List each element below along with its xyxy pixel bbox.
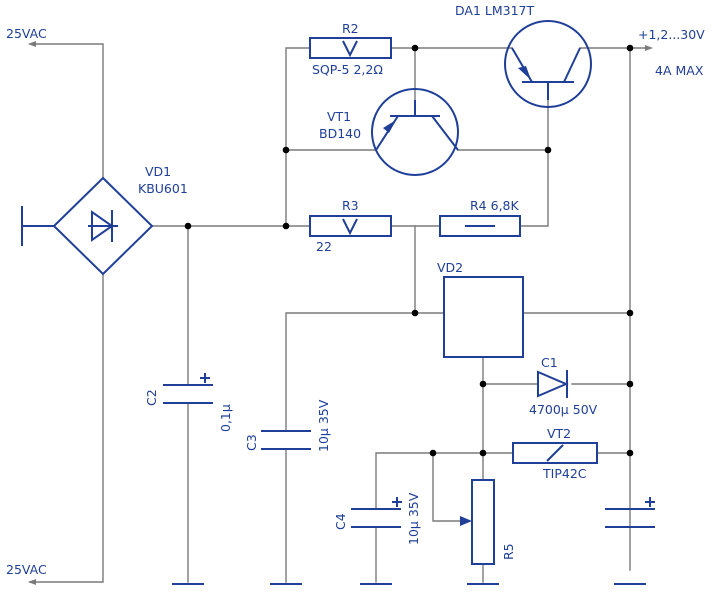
r3-label: R4 6,8K [470, 198, 519, 213]
c1-capacitor [163, 373, 213, 404]
r5-resistor [512, 442, 598, 464]
vd1-bridge [21, 176, 154, 276]
c3-capacitor [351, 497, 402, 528]
r5-value: TIP42C [542, 466, 587, 481]
c1-value: 0,1µ [218, 404, 233, 432]
vd1-value: KBU601 [138, 181, 188, 196]
junctions [184, 44, 634, 457]
vd2-value: 4700µ 50V [529, 402, 598, 417]
c3-label: C4 [333, 513, 348, 530]
c2-value: 10µ 35V [316, 399, 331, 452]
r2-resistor [309, 215, 392, 237]
r1-value: SQP-5 2,2Ω [312, 62, 383, 77]
r4-potentiometer [460, 479, 495, 565]
da1-regulator [443, 276, 524, 358]
wires [29, 43, 651, 583]
output-current-label: 4A MAX [655, 63, 704, 78]
vt2-label: DA1 LM317T [455, 3, 534, 18]
output-voltage-label: +1,2...30V [638, 27, 705, 42]
r2-label: R3 [342, 198, 359, 213]
ac-input-top-label: 25VAC [6, 26, 47, 41]
r1-label: R2 [342, 21, 359, 36]
c3-value: 10µ 35V [406, 492, 421, 545]
terminal-arrows [28, 41, 653, 585]
vd1-label: VD1 [145, 164, 171, 179]
vt1-value: BD140 [319, 126, 361, 141]
r4-label: R5 [501, 543, 516, 560]
vt1-label: VT1 [327, 109, 351, 124]
c1-label: C2 [144, 389, 159, 406]
vd2-diode [537, 370, 569, 398]
vt1-transistor [371, 88, 459, 176]
r5-label: VT2 [547, 426, 571, 441]
da1-label: VD2 [437, 260, 463, 275]
r2-value: 22 [316, 239, 332, 254]
c2-label: C3 [244, 434, 259, 451]
r3-resistor [439, 215, 521, 237]
vd2-label: C1 [541, 355, 558, 370]
r1-resistor [309, 37, 392, 59]
ac-input-bottom-label: 25VAC [6, 562, 47, 577]
c4-capacitor [605, 497, 655, 528]
c2-capacitor [261, 430, 311, 450]
vt2-transistor [504, 20, 592, 108]
